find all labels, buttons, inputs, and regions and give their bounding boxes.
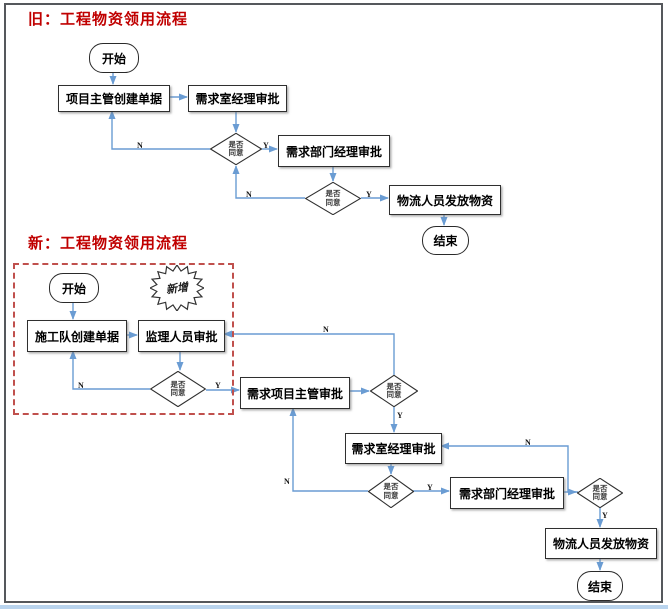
decision-text-line1: 是否 — [170, 379, 186, 389]
new-badge-label: 新增 — [165, 281, 189, 297]
diamond-shape — [577, 478, 623, 508]
edge-new-d6-no — [440, 442, 578, 493]
old-box-create-doc: 项目主管创建单据 — [58, 85, 170, 112]
decision-text-line2: 同意 — [228, 148, 244, 157]
new-d1-yes-label: Y — [215, 381, 221, 390]
new-flow-title: 新：工程物资领用流程 — [28, 236, 189, 252]
decision-text-line1: 是否 — [386, 381, 402, 391]
new-d3-yes-label: Y — [427, 483, 433, 492]
decision-text-line2: 同意 — [325, 197, 341, 207]
old-start-terminator: 开始 — [89, 43, 139, 73]
new-decision-2: 是否 同意 — [370, 375, 418, 407]
new-d3-no-label: N — [284, 477, 290, 486]
diamond-shape — [150, 371, 206, 407]
new-d4-yes-label: Y — [602, 511, 608, 520]
old-box-dept-manager-approval: 需求部门经理审批 — [278, 135, 390, 167]
diamond-shape — [368, 475, 414, 508]
new-decision-3-label: 是否 同意 — [368, 475, 414, 508]
new-decision-1: 是否 同意 — [150, 371, 206, 407]
burst-shape — [150, 265, 204, 311]
new-box-project-manager-approval: 需求项目主管审批 — [240, 377, 350, 409]
new-box-logistics-issue: 物流人员发放物资 — [545, 528, 657, 559]
old-d1-yes-label: Y — [263, 141, 269, 150]
new-badge-burst: 新增 — [150, 265, 204, 311]
decision-text-line2: 同意 — [592, 492, 608, 501]
new-decision-4-label: 是否 同意 — [577, 478, 623, 508]
new-box-room-manager-approval: 需求室经理审批 — [345, 433, 442, 464]
old-decision-1-label: 是否 同意 — [210, 133, 262, 165]
old-d2-yes-label: Y — [366, 190, 372, 199]
edge-old-d1-no — [108, 110, 210, 150]
new-end-terminator: 结束 — [577, 571, 623, 601]
new-box-supervisor-approval: 监理人员审批 — [138, 320, 225, 352]
edge-old-d2-no — [232, 165, 305, 199]
new-box-dept-manager-approval: 需求部门经理审批 — [450, 477, 564, 509]
bottom-strip — [0, 605, 668, 609]
edge-new-d3-no — [69, 350, 150, 390]
old-box-room-manager-approval: 需求室经理审批 — [188, 85, 287, 112]
old-decision-2-label: 是否 同意 — [305, 182, 361, 215]
diamond-shape — [305, 182, 361, 215]
old-flow-title: 旧：工程物资领用流程 — [28, 12, 189, 28]
new-d2-yes-label: Y — [397, 411, 403, 420]
decision-text-line1: 是否 — [325, 189, 341, 198]
new-decision-1-label: 是否 同意 — [150, 371, 206, 407]
decision-text-line2: 同意 — [383, 490, 399, 500]
new-decision-3: 是否 同意 — [368, 475, 414, 508]
diamond-shape — [210, 133, 262, 165]
new-box-create-doc: 施工队创建单据 — [27, 320, 127, 352]
new-decision-4: 是否 同意 — [577, 478, 623, 508]
new-d4-no-label: N — [525, 438, 531, 447]
edge-new-d5-no — [289, 407, 368, 492]
old-decision-1: 是否 同意 — [210, 133, 262, 165]
new-d1-no-label: N — [78, 381, 84, 390]
decision-text-line1: 是否 — [592, 483, 608, 493]
new-section-highlight-region — [13, 263, 234, 415]
decision-text-line2: 同意 — [170, 388, 186, 397]
decision-text-line1: 是否 — [383, 482, 399, 491]
old-d2-no-label: N — [246, 190, 252, 199]
edge-new-d4-no — [223, 330, 395, 375]
new-d2-no-label: N — [323, 325, 329, 334]
old-d1-no-label: N — [137, 141, 143, 150]
decision-text-line1: 是否 — [228, 139, 244, 149]
new-decision-2-label: 是否 同意 — [370, 375, 418, 407]
old-end-terminator: 结束 — [422, 226, 469, 255]
old-box-logistics-issue: 物流人员发放物资 — [389, 185, 501, 215]
new-start-terminator: 开始 — [49, 273, 99, 303]
decision-text-line2: 同意 — [386, 390, 402, 399]
old-decision-2: 是否 同意 — [305, 182, 361, 215]
diamond-shape — [370, 375, 418, 407]
